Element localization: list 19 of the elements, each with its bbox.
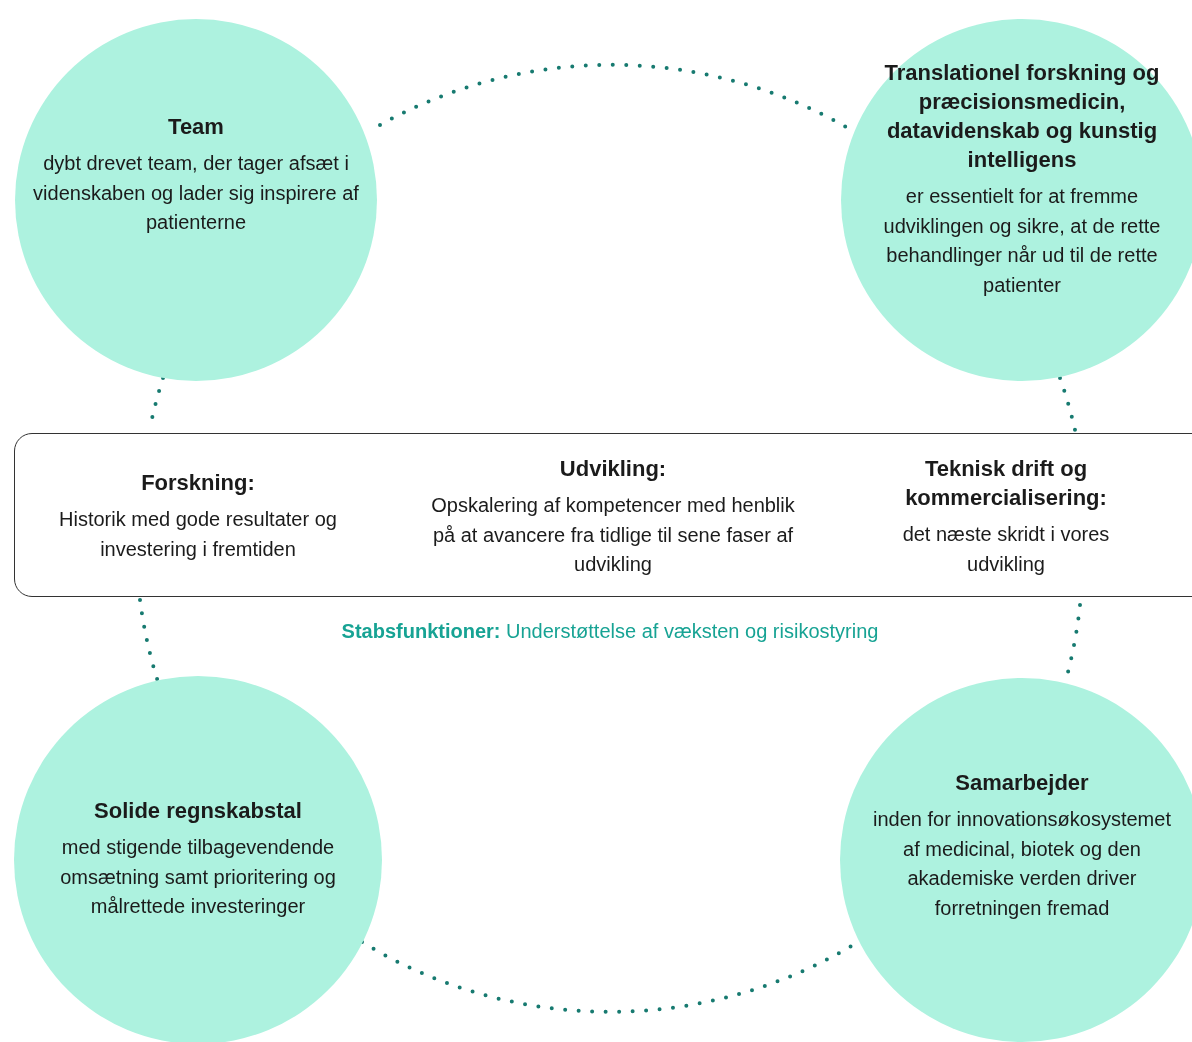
- node-description: dybt drevet team, der tager afsæt i videnskaben og lader sig inspirere af patienterne: [32, 151, 360, 235]
- section-description: Opskalering af kompetencer med henblik på at avancere fra tidlige til sene faser af udvikling: [430, 493, 796, 577]
- node-heading: Samarbejder: [954, 769, 1090, 797]
- note-text: Stabsfunktioner: Understøttelse af væksten og risikostyring: [340, 620, 880, 643]
- node-description: inden for innovationsøkosystemet af medicinal, biotek og den akademiske verden driver forretningen fremad: [872, 807, 1172, 921]
- node-heading: Solide regnskabstal: [93, 797, 303, 825]
- dotted-connector: [1066, 603, 1082, 674]
- dotted-connector: [378, 62, 850, 130]
- section-heading: Teknisk drift og kommercialisering:: [904, 455, 1108, 512]
- section-heading: Forskning:: [140, 469, 256, 497]
- node-heading: Team: [167, 113, 225, 141]
- section-description: det næste skridt i vores udvikling: [901, 522, 1111, 577]
- section-description: Historik med gode resultater og investering i fremtiden: [58, 507, 338, 562]
- section-heading: Udvikling:: [558, 455, 668, 483]
- node-heading: Translationel forskning og præcisionsmedicin, datavidenskab og kunstig intelligens: [883, 59, 1161, 174]
- node-description: er essentielt for at fremme udviklingen og sikre, at de rette behandlinger når ud til de rette patienter: [882, 184, 1162, 298]
- dotted-connector: [1058, 376, 1077, 432]
- rounded-band: [14, 433, 1192, 597]
- node-description: med stigende tilbagevendende omsætning samt prioritering og målrettede investeringer: [59, 835, 337, 919]
